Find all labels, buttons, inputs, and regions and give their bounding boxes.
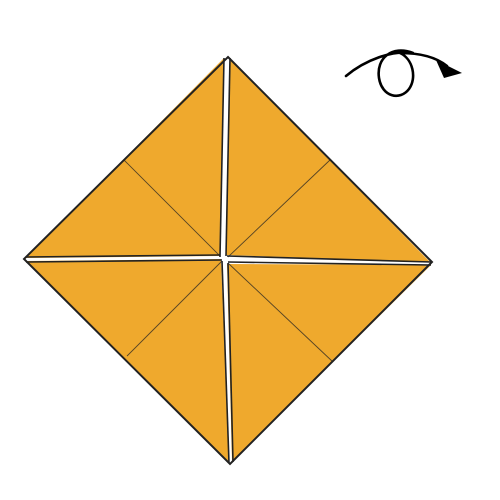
fold-line-bottom-left (126, 260, 223, 357)
center-crease-horizontal-lower-left (25, 259, 223, 263)
center-crease-vertical-lower-right (227, 262, 234, 463)
fold-line-bottom-right (227, 262, 334, 363)
turn-over-arrowhead (436, 60, 462, 78)
turn-over-loop (344, 49, 449, 98)
center-crease-vertical-left (219, 57, 225, 258)
center-crease-horizontal-lower-right (227, 261, 432, 266)
fold-line-top-left (123, 159, 221, 257)
center-crease-vertical-lower-left (221, 260, 230, 464)
center-crease-horizontal-upper-left (25, 254, 221, 258)
paper-flap-top-right (226, 58, 430, 262)
center-crease-vertical-right (225, 57, 231, 257)
paper-outline (22, 55, 434, 466)
turn-over-icon (344, 49, 462, 98)
paper-model (22, 55, 434, 466)
fold-line-top-right (227, 159, 331, 258)
center-crease-horizontal-upper-right (226, 255, 432, 263)
